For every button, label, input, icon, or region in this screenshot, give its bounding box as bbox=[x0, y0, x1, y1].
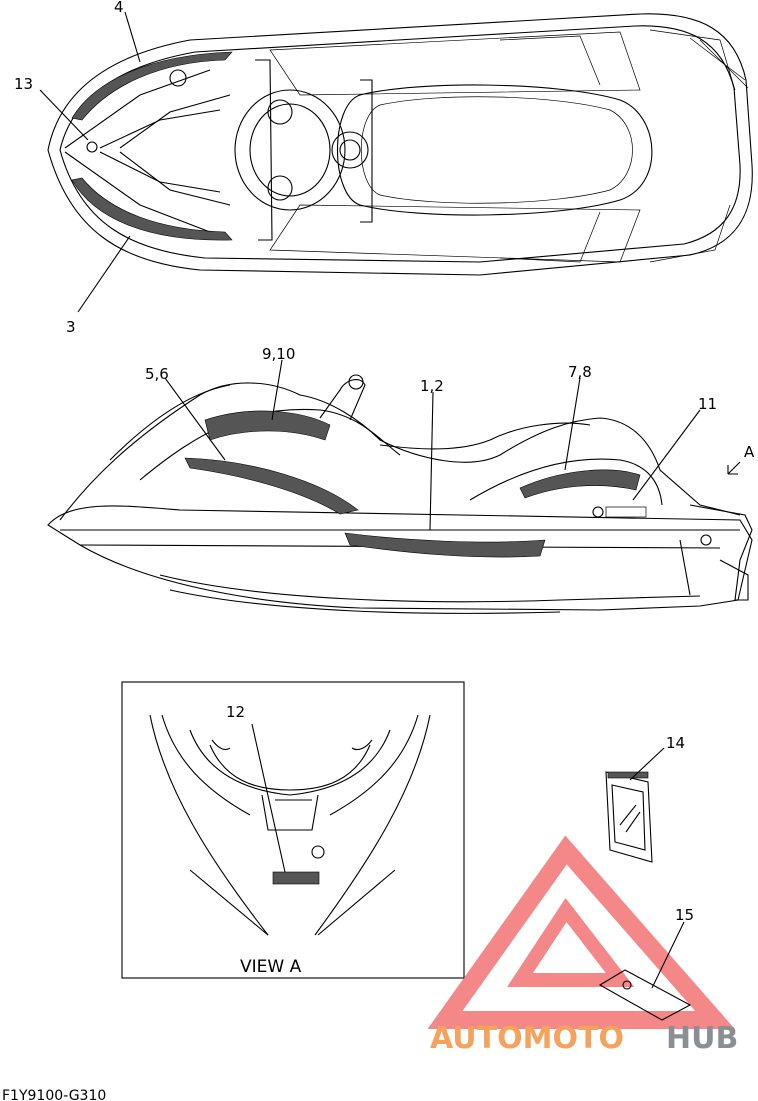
top-view-craft bbox=[47, 13, 753, 276]
watermark-hub: HUB bbox=[666, 1021, 738, 1056]
callout-4: 4 bbox=[114, 0, 124, 16]
part-15-card bbox=[598, 921, 692, 1021]
part-14-decal-sheet bbox=[605, 747, 665, 863]
callout-11: 11 bbox=[698, 395, 717, 413]
callout-1-2: 1,2 bbox=[420, 377, 444, 395]
callout-12: 12 bbox=[226, 703, 245, 721]
callout-view-a: A bbox=[744, 443, 755, 461]
callout-3: 3 bbox=[66, 318, 76, 336]
callout-14: 14 bbox=[666, 734, 685, 752]
view-a-label: VIEW A bbox=[240, 957, 302, 977]
top-view-leaders bbox=[39, 11, 141, 313]
watermark-automoto: AUTOMOTO bbox=[430, 1021, 624, 1056]
decal-1-2-side bbox=[344, 532, 546, 558]
callout-5-6: 5,6 bbox=[145, 365, 169, 383]
decal-3-top bbox=[71, 177, 233, 241]
callout-13: 13 bbox=[14, 75, 33, 93]
decal-11-logo bbox=[592, 506, 604, 518]
callout-9-10: 9,10 bbox=[262, 345, 295, 363]
diagram-code: F1Y9100-G310 bbox=[2, 1088, 106, 1101]
side-view-craft bbox=[47, 374, 753, 614]
decal-12-plate bbox=[272, 871, 320, 885]
callout-15: 15 bbox=[675, 906, 694, 924]
view-a-panel bbox=[121, 681, 465, 979]
side-view-leaders bbox=[164, 359, 701, 531]
decal-5-6-side bbox=[184, 457, 359, 515]
automotohub-watermark: AUTOMOTO HUB bbox=[427, 835, 738, 1056]
callout-7-8: 7,8 bbox=[568, 363, 592, 381]
decal-9-10-side bbox=[204, 410, 331, 441]
decal-4-top bbox=[71, 51, 233, 121]
decal-7-8-side bbox=[519, 469, 641, 499]
